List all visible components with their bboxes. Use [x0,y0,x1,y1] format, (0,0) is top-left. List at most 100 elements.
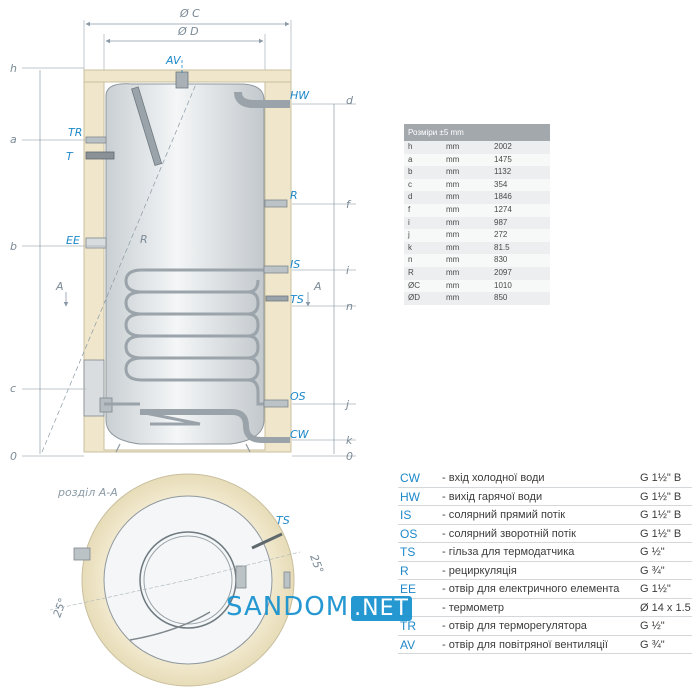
label-ee: EE [66,234,80,247]
legend-description: - вихід гарячої води [442,490,543,503]
svg-text:0: 0 [346,450,353,463]
dimension-dim: ØC [404,279,442,293]
diameter-dimensions: Ø C Ø D [83,7,292,70]
legend-size: G ¾" [640,564,665,577]
dim-label-inner-diameter: Ø D [177,25,199,38]
legend-size: G ½" [640,546,665,558]
legend-description: - отвір для повітряної вентиляції [442,638,608,651]
section-arrow-right: A [313,280,322,293]
legend-row: TR - отвір для терморегулятора G ½" [398,617,692,636]
legend-size: G ½" [640,620,665,632]
dimension-value: 850 [490,292,550,305]
legend-code: TS [400,545,416,559]
label-tr: TR [68,126,82,139]
legend-size: G 1½" В [640,490,682,503]
svg-text:0: 0 [10,450,17,463]
dimension-unit: mm [442,279,490,293]
av-fitting [175,71,189,89]
solar-coil [124,268,280,406]
dimension-value: 987 [490,216,550,230]
label-ts: TS [290,293,304,306]
svg-text:a: a [10,133,17,146]
legend-size: G ¾" [640,638,665,651]
legend-code: AV [400,637,416,652]
dimension-value: 1846 [490,191,550,204]
dimension-value: 1274 [490,203,550,217]
svg-text:n: n [346,300,353,313]
legend-description: - гільза для термодатчика [442,546,575,558]
dimension-dim: d [404,191,442,204]
legend-code: OS [400,526,418,541]
legend-code: HW [400,489,420,504]
label-t: T [66,150,74,163]
dimension-value: 2002 [490,141,550,154]
dimension-unit: mm [442,216,490,230]
legend-size: G 1½" В [640,527,682,540]
svg-text:b: b [10,240,17,253]
legend-code: EE [400,582,417,596]
dimension-value: 830 [490,254,550,267]
label-os: OS [290,390,306,403]
dimension-value: 354 [490,178,550,192]
svg-text:j: j [344,398,350,411]
anode-rod [131,86,163,166]
dimension-unit: mm [442,292,490,305]
svg-text:k: k [346,434,353,447]
os-port [263,399,289,408]
legend-code: CW [400,471,420,485]
dimension-value: 2097 [490,266,550,280]
right-dimension-labels: d f i n j k 0 [344,94,354,463]
legend-description: - отвір для терморегулятора [442,620,587,632]
svg-text:d: d [346,94,354,107]
legend-description: - термометр [442,601,505,614]
left-dimension-labels: h a b c 0 [10,62,17,463]
legend-description: - вхід холодної води [442,472,545,484]
dimension-value: 1010 [490,279,550,293]
dimension-dim: b [404,166,442,179]
label-cw: CW [290,428,310,441]
dim-label-outer-diameter: Ø C [179,7,200,20]
legend-size: G 1½" В [640,472,682,484]
dimension-dim: c [404,178,442,192]
legend-code: R [400,563,409,578]
legend-row: CW - вхід холодної води G 1½" В [398,469,692,488]
svg-text:c: c [10,382,16,395]
legend-size: G 1½" В [640,509,682,521]
dimension-dim: ØD [404,292,442,305]
legend-size: G 1½" [640,583,671,595]
dimension-dim: a [404,153,442,167]
watermark: SANDOM.NET [226,592,412,622]
dimension-value: 1132 [490,166,550,179]
legend-row: TS - гільза для термодатчика G ½" [398,543,692,562]
radius-label: R [140,233,148,246]
legend-code: TR [400,619,416,633]
connections-legend: CW - вхід холодної води G 1½" В HW - вихід г… [398,469,692,654]
dimension-unit: mm [442,203,490,217]
section-ts-label: TS [276,514,290,527]
angle-right: 25° [307,553,326,576]
dimension-dim: n [404,254,442,267]
dimension-dim: j [404,229,442,242]
tank-elevation: R A A [41,60,322,453]
right-dimension-lines [292,103,356,457]
svg-text:f: f [346,198,352,211]
legend-size: Ø 14 x 1.5 [640,601,691,614]
dimension-unit: mm [442,266,490,280]
legend-row: AV - отвір для повітряної вентиляції G ¾" [398,636,692,654]
connection-labels: AV HW TR T EE R IS TS OS CW [66,54,310,441]
